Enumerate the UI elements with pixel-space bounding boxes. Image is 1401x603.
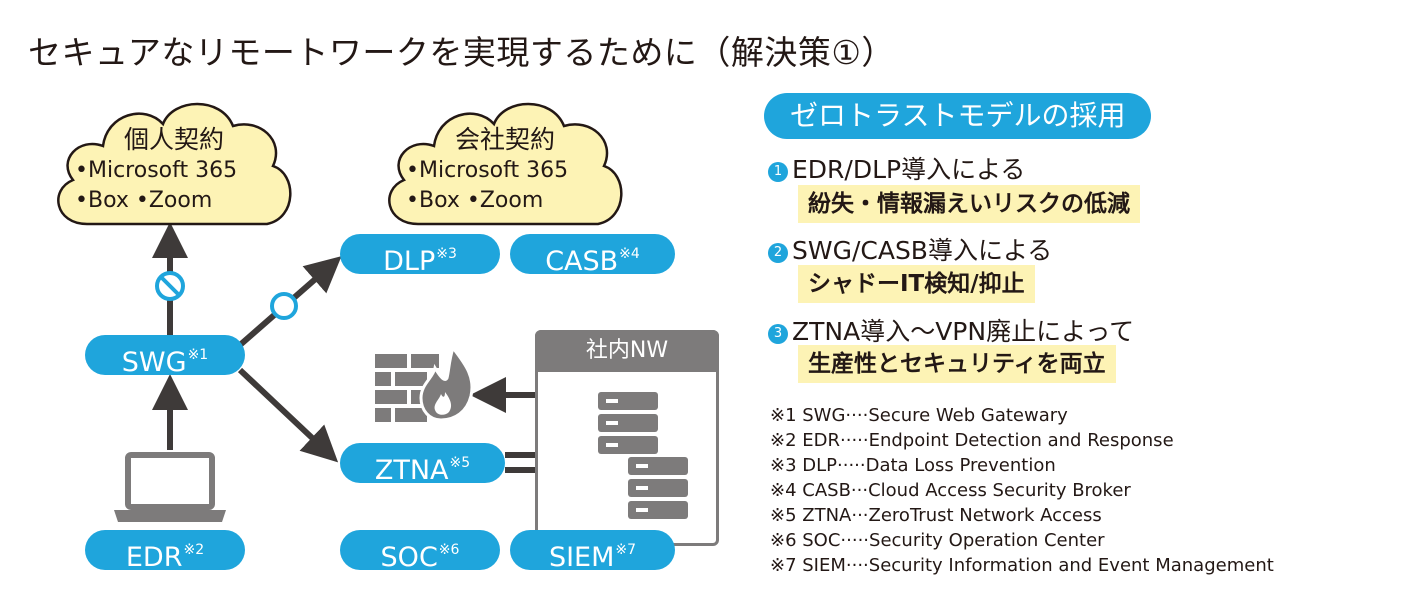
ztna-label: ZTNA bbox=[374, 455, 449, 486]
prohibited-icon bbox=[155, 271, 185, 301]
personal-cloud-line2: •Box •Zoom bbox=[75, 188, 213, 213]
casb-mark: ※4 bbox=[619, 246, 640, 262]
ztna-pill: ZTNA※5 bbox=[340, 443, 505, 486]
footnote-7: ※7 SIEM····Security Information and Even… bbox=[770, 555, 1274, 576]
ztna-mark: ※5 bbox=[449, 455, 471, 471]
dlp-mark: ※3 bbox=[436, 246, 457, 262]
edr-mark: ※2 bbox=[183, 542, 205, 558]
item-3-number: 3 bbox=[768, 324, 788, 344]
item-2-highlight: シャドーIT検知/抑止 bbox=[798, 265, 1035, 303]
siem-label: SIEM bbox=[548, 542, 615, 573]
personal-cloud: 個人契約 •Microsoft 365 •Box •Zoom bbox=[45, 82, 303, 232]
footnote-3: ※3 DLP·····Data Loss Prevention bbox=[770, 455, 1056, 476]
siem-mark: ※7 bbox=[615, 542, 637, 558]
casb-pill: CASB※4 bbox=[510, 234, 675, 277]
item-1-text: EDR/DLP導入による bbox=[792, 155, 1026, 184]
item-1-number: 1 bbox=[768, 162, 788, 182]
dlp-label: DLP bbox=[383, 246, 436, 277]
server-icon bbox=[598, 392, 658, 454]
edr-pill: EDR※2 bbox=[85, 530, 245, 573]
footnote-1: ※1 SWG····Secure Web Gatewary bbox=[770, 405, 1068, 426]
company-cloud-line1: •Microsoft 365 bbox=[406, 158, 569, 183]
zero-trust-badge: ゼロトラストモデルの採用 bbox=[764, 93, 1152, 139]
allowed-icon bbox=[270, 292, 298, 320]
cloud-icon bbox=[388, 102, 623, 226]
item-3-text: ZTNA導入〜VPN廃止によって bbox=[792, 317, 1135, 346]
company-cloud-line2: •Box •Zoom bbox=[406, 188, 544, 213]
soc-mark: ※6 bbox=[438, 542, 460, 558]
laptop-icon bbox=[114, 452, 226, 522]
swg-pill: SWG※1 bbox=[85, 335, 245, 378]
footnote-4: ※4 CASB···Cloud Access Security Broker bbox=[770, 480, 1131, 501]
footnote-6: ※6 SOC·····Security Operation Center bbox=[770, 530, 1105, 551]
personal-cloud-title: 個人契約 bbox=[123, 125, 224, 154]
internal-network-title: 社内NW bbox=[535, 330, 719, 372]
dlp-pill: DLP※3 bbox=[340, 234, 500, 277]
soc-label: SOC bbox=[380, 542, 438, 573]
siem-pill: SIEM※7 bbox=[510, 530, 675, 573]
swg-label: SWG bbox=[121, 347, 187, 378]
item-1-highlight: 紛失・情報漏えいリスクの低減 bbox=[798, 185, 1140, 223]
cloud-icon bbox=[57, 102, 292, 226]
casb-label: CASB bbox=[545, 246, 619, 277]
soc-pill: SOC※6 bbox=[340, 530, 500, 573]
company-cloud-title: 会社契約 bbox=[454, 125, 555, 154]
swg-mark: ※1 bbox=[187, 347, 209, 363]
server-icon bbox=[628, 457, 688, 519]
arrow-swg-to-ztna bbox=[237, 367, 339, 463]
edr-label: EDR bbox=[125, 542, 183, 573]
page-title: セキュアなリモートワークを実現するために（解決策①） bbox=[28, 33, 895, 72]
item-2-text: SWG/CASB導入による bbox=[792, 236, 1053, 265]
item-3-highlight: 生産性とセキュリティを両立 bbox=[798, 345, 1116, 383]
personal-cloud-line1: •Microsoft 365 bbox=[75, 158, 238, 183]
firewall-icon bbox=[375, 348, 474, 422]
item-2-number: 2 bbox=[768, 243, 788, 263]
company-cloud: 会社契約 •Microsoft 365 •Box •Zoom bbox=[376, 82, 634, 232]
footnote-2: ※2 EDR·····Endpoint Detection and Respon… bbox=[770, 430, 1174, 451]
footnote-5: ※5 ZTNA···ZeroTrust Network Access bbox=[770, 505, 1102, 526]
